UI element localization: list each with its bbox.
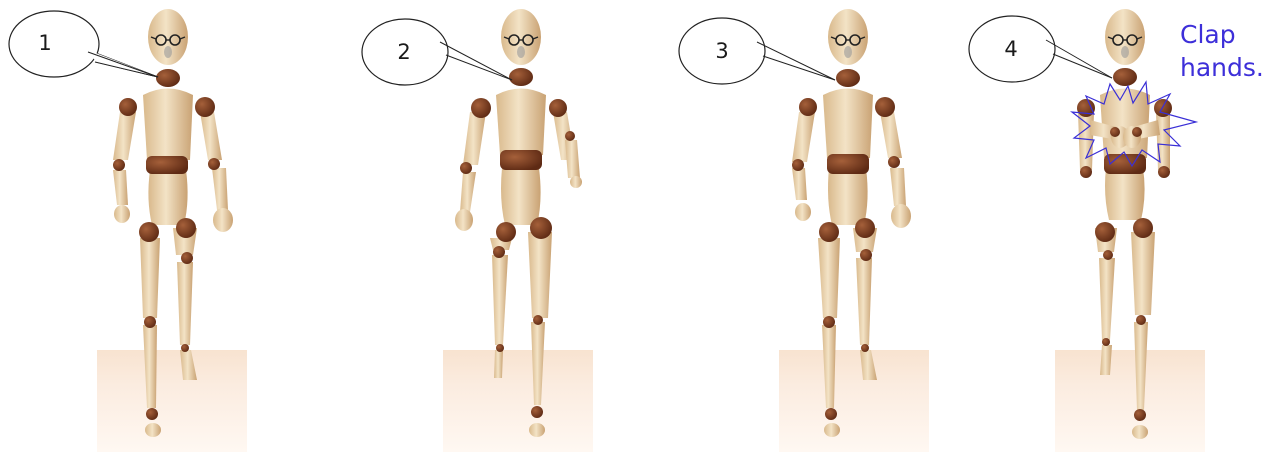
step-number-3: 3 [707,39,737,63]
step-number-4: 4 [996,37,1026,61]
step-callout-3 [679,18,835,84]
step-number-1: 1 [30,31,60,55]
step-callout-4 [969,16,1112,82]
mannequin-figure-4 [1077,9,1172,439]
caption-line-1: Clap [1180,18,1264,51]
caption-line-2: hands. [1180,51,1264,84]
step-callout-2 [362,19,512,85]
clap-caption: Clap hands. [1180,18,1264,84]
mannequin-figure-2 [455,9,582,437]
step-number-2: 2 [389,40,419,64]
mannequin-figure-1 [113,9,233,437]
mannequin-figure-3 [792,9,911,437]
